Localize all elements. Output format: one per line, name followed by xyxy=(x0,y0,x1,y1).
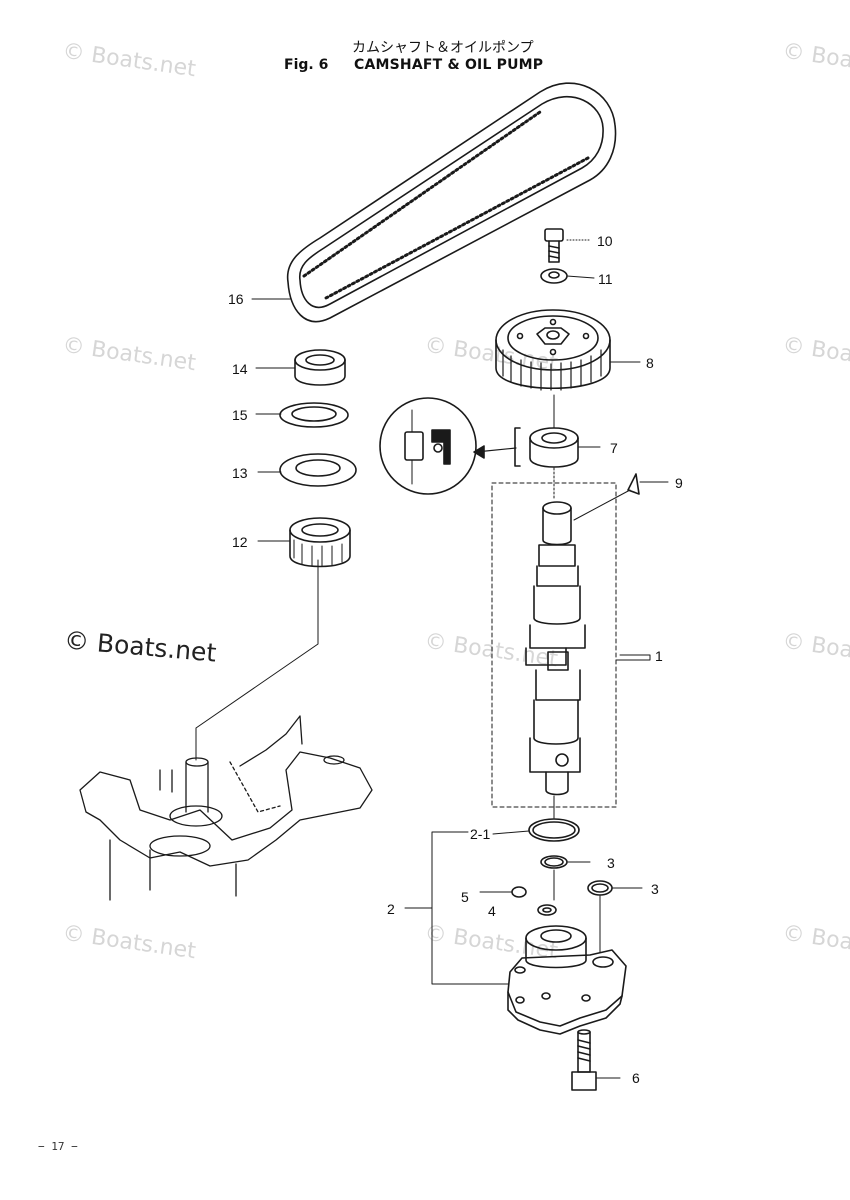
callout-10: 10 xyxy=(597,233,613,249)
callout-7: 7 xyxy=(610,440,618,456)
bearing-detail-inset xyxy=(379,397,517,495)
callout-11: 11 xyxy=(598,271,613,287)
bolt-10 xyxy=(544,228,564,263)
camshaft-sprocket xyxy=(495,309,611,391)
callout-14: 14 xyxy=(232,361,248,377)
washer-11 xyxy=(540,268,568,284)
title-japanese: カムシャフト＆オイルポンプ xyxy=(352,40,534,56)
callout-9: 9 xyxy=(675,475,683,491)
callout-6: 6 xyxy=(632,1070,640,1086)
callout-1: 1 xyxy=(655,648,663,664)
crank-sprocket-12 xyxy=(289,517,351,568)
washer-4 xyxy=(537,904,557,916)
callout-2-1: 2-1 xyxy=(470,826,490,842)
plate-15 xyxy=(279,402,349,428)
leader-lines xyxy=(195,239,669,1079)
o-ring-3 xyxy=(540,855,568,869)
crankcase xyxy=(79,715,373,901)
key-9 xyxy=(627,473,640,495)
plate-13 xyxy=(279,453,357,487)
o-ring-2-1 xyxy=(528,818,580,842)
camshaft xyxy=(491,482,617,808)
bolt-6 xyxy=(571,1029,597,1091)
callout-16: 16 xyxy=(228,291,244,307)
oil-pump-assembly xyxy=(507,925,627,1035)
pin-5 xyxy=(511,886,527,898)
callout-8: 8 xyxy=(646,355,654,371)
page-number: − 17 − xyxy=(38,1140,78,1153)
oil-seal-14 xyxy=(294,349,346,386)
callout-4: 4 xyxy=(488,903,496,919)
callout-3: 3 xyxy=(607,855,615,871)
callout-5: 5 xyxy=(461,889,469,905)
figure-number: Fig. 6 xyxy=(284,57,329,73)
bearing-7 xyxy=(514,427,579,468)
callout-2: 2 xyxy=(387,901,395,917)
timing-belt xyxy=(286,82,617,323)
callout-3b: 3 xyxy=(651,881,659,897)
callout-13: 13 xyxy=(232,465,248,481)
page-title: CAMSHAFT & OIL PUMP xyxy=(354,57,544,73)
callout-15: 15 xyxy=(232,407,248,423)
o-ring-3b xyxy=(587,880,613,896)
callout-12: 12 xyxy=(232,534,248,550)
